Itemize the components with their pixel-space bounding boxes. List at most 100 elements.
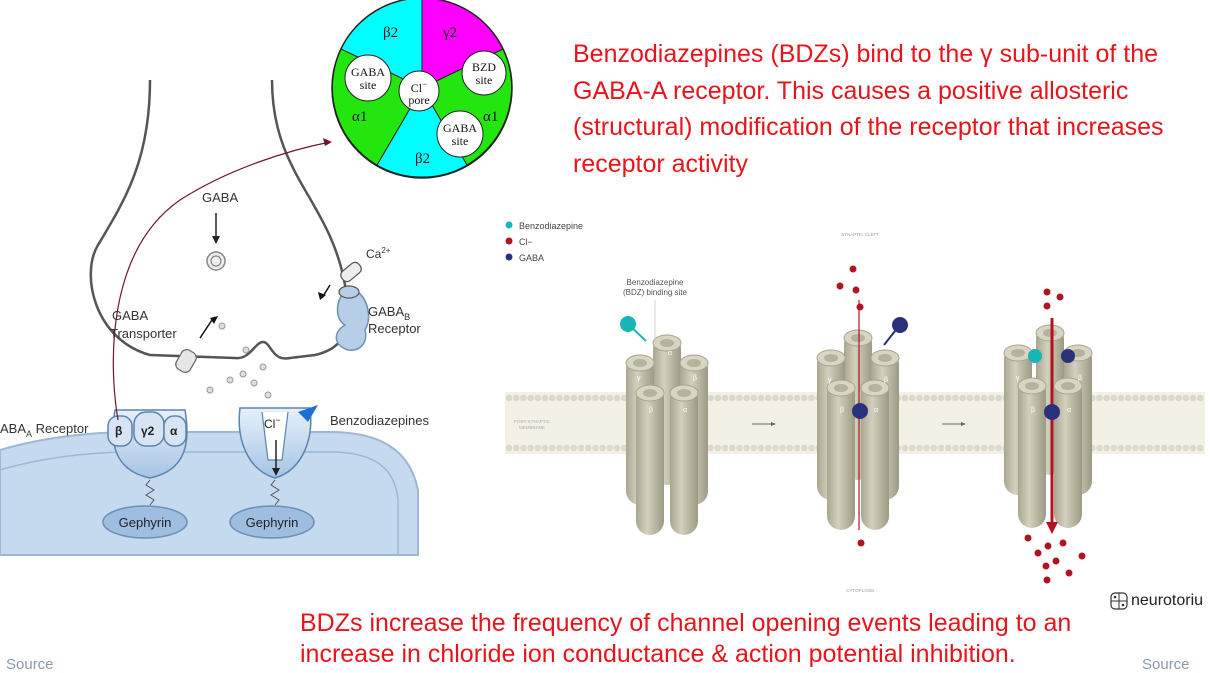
lipid-bead <box>959 444 966 452</box>
wheel-beta2-top: β2 <box>383 25 398 41</box>
wheel-beta2-bottom: β2 <box>415 151 430 167</box>
svg-text:Ca2+: Ca2+ <box>366 246 391 261</box>
lipid-bead <box>620 444 628 452</box>
lipid-bead <box>721 444 729 452</box>
bzd-site-2: site <box>476 73 493 87</box>
lipid-bead <box>512 444 520 452</box>
svg-text:GABAB: GABAB <box>368 304 410 322</box>
lipid-bead <box>1182 394 1190 402</box>
lipid-bead <box>534 444 542 452</box>
source-link-right[interactable]: Source <box>1142 656 1190 673</box>
svg-text:β: β <box>840 407 844 414</box>
lipid-bead <box>973 444 981 452</box>
legend: Benzodiazepine Cl− GABA <box>505 221 583 263</box>
lipid-bead <box>527 394 534 402</box>
gaba-molecules <box>206 322 272 399</box>
lipid-bead <box>556 394 563 402</box>
gephyrin-left-label: Gephyrin <box>119 515 172 530</box>
channel-stage-2: γ β β α <box>816 265 908 547</box>
gabab-label: GABA <box>368 304 404 319</box>
lipid-bead <box>952 394 959 402</box>
sector-beta2-bottom <box>376 87 468 178</box>
svg-text:α: α <box>1067 407 1071 414</box>
lipid-bead <box>793 394 801 402</box>
lipid-bead <box>1182 444 1190 452</box>
lipid-bead <box>620 394 628 402</box>
lipid-bead <box>786 394 794 402</box>
lipid-bead <box>1168 394 1175 402</box>
legend-benzodiazepine: Benzodiazepine <box>519 221 583 231</box>
lipid-bead <box>1168 444 1175 452</box>
svg-text:β: β <box>884 377 888 384</box>
synapse-illustration: GABA Ca2+ GABAB Receptor GABA Transporte… <box>0 79 430 556</box>
lipid-bead <box>916 394 923 402</box>
legend-cl: Cl− <box>519 237 533 247</box>
lipid-bead <box>599 444 606 452</box>
lipid-bead <box>505 444 513 452</box>
lipid-bead <box>980 394 988 402</box>
cl-pore-2: pore <box>408 93 429 107</box>
transporter-label-2: Transporter <box>110 326 177 341</box>
svg-text:γ: γ <box>828 377 832 384</box>
lipid-bead <box>966 394 974 402</box>
svg-text:β: β <box>693 375 697 382</box>
lipid-bead <box>1196 444 1204 452</box>
svg-text:α: α <box>874 407 878 414</box>
wheel-alpha1-right: α1 <box>483 109 498 125</box>
lipid-bead <box>520 444 527 452</box>
svg-text:β: β <box>649 407 653 414</box>
lipid-bead <box>750 394 758 402</box>
lipid-bead <box>570 394 578 402</box>
lipid-bead <box>786 444 794 452</box>
svg-text:Cl−: Cl− <box>411 79 427 95</box>
lipid-bead <box>584 444 592 452</box>
channel-diagram: Benzodiazepine Cl− GABA SYNAPTIC CLEFT C… <box>505 221 1205 593</box>
lipid-bead <box>556 444 563 452</box>
lipid-bead <box>1175 444 1182 452</box>
lipid-bead <box>1153 394 1161 402</box>
bzd-binding-label-2: (BDZ) binding site <box>623 288 688 297</box>
gaba-site-left-2: site <box>360 78 377 92</box>
lipid-bead <box>930 444 938 452</box>
lipid-bead <box>736 444 743 452</box>
lipid-bead <box>764 444 772 452</box>
lipid-bead <box>1175 394 1182 402</box>
lipid-bead <box>592 444 599 452</box>
lipid-bead <box>1110 444 1118 452</box>
brand-name: neurotoriu <box>1131 592 1204 609</box>
alpha-label: α <box>170 424 178 438</box>
gaba-label: GABA <box>202 190 238 205</box>
lipid-bead <box>1103 394 1110 402</box>
channel-stage-1: α γ β β α Benzodiazepine (BDZ) binding s… <box>620 278 709 536</box>
lipid-bead <box>534 394 542 402</box>
lipid-bead <box>728 394 736 402</box>
lipid-bead <box>800 394 808 402</box>
lipid-bead <box>512 394 520 402</box>
lipid-bead <box>728 444 736 452</box>
gaba-site-right-2: site <box>452 134 469 148</box>
lipid-bead <box>606 444 614 452</box>
lipid-bead <box>707 394 714 402</box>
bzd-binding-label-1: Benzodiazepine <box>627 278 684 287</box>
lipid-bead <box>520 394 527 402</box>
lipid-bead <box>1160 394 1168 402</box>
lipid-bead <box>584 394 592 402</box>
lipid-bead <box>577 444 585 452</box>
lipid-bead <box>527 444 534 452</box>
lipid-bead <box>743 394 750 402</box>
lipid-bead <box>1146 394 1154 402</box>
post-synaptic-label-2: MEMBRANE <box>519 425 545 430</box>
gabaa-sub: A <box>26 429 32 439</box>
lipid-bead <box>944 394 952 402</box>
lipid-bead <box>743 444 750 452</box>
lipid-bead <box>1139 444 1146 452</box>
lipid-bead <box>1196 394 1204 402</box>
source-link-left[interactable]: Source <box>6 656 54 673</box>
gabab-sub: B <box>404 312 410 322</box>
lipid-bead <box>1146 444 1154 452</box>
top-description: Benzodiazepines (BDZs) bind to the γ sub… <box>573 40 1164 178</box>
cl-pore-1: Cl <box>411 81 423 95</box>
lipid-bead <box>548 444 556 452</box>
lipid-bead <box>800 444 808 452</box>
lipid-bead <box>772 444 779 452</box>
